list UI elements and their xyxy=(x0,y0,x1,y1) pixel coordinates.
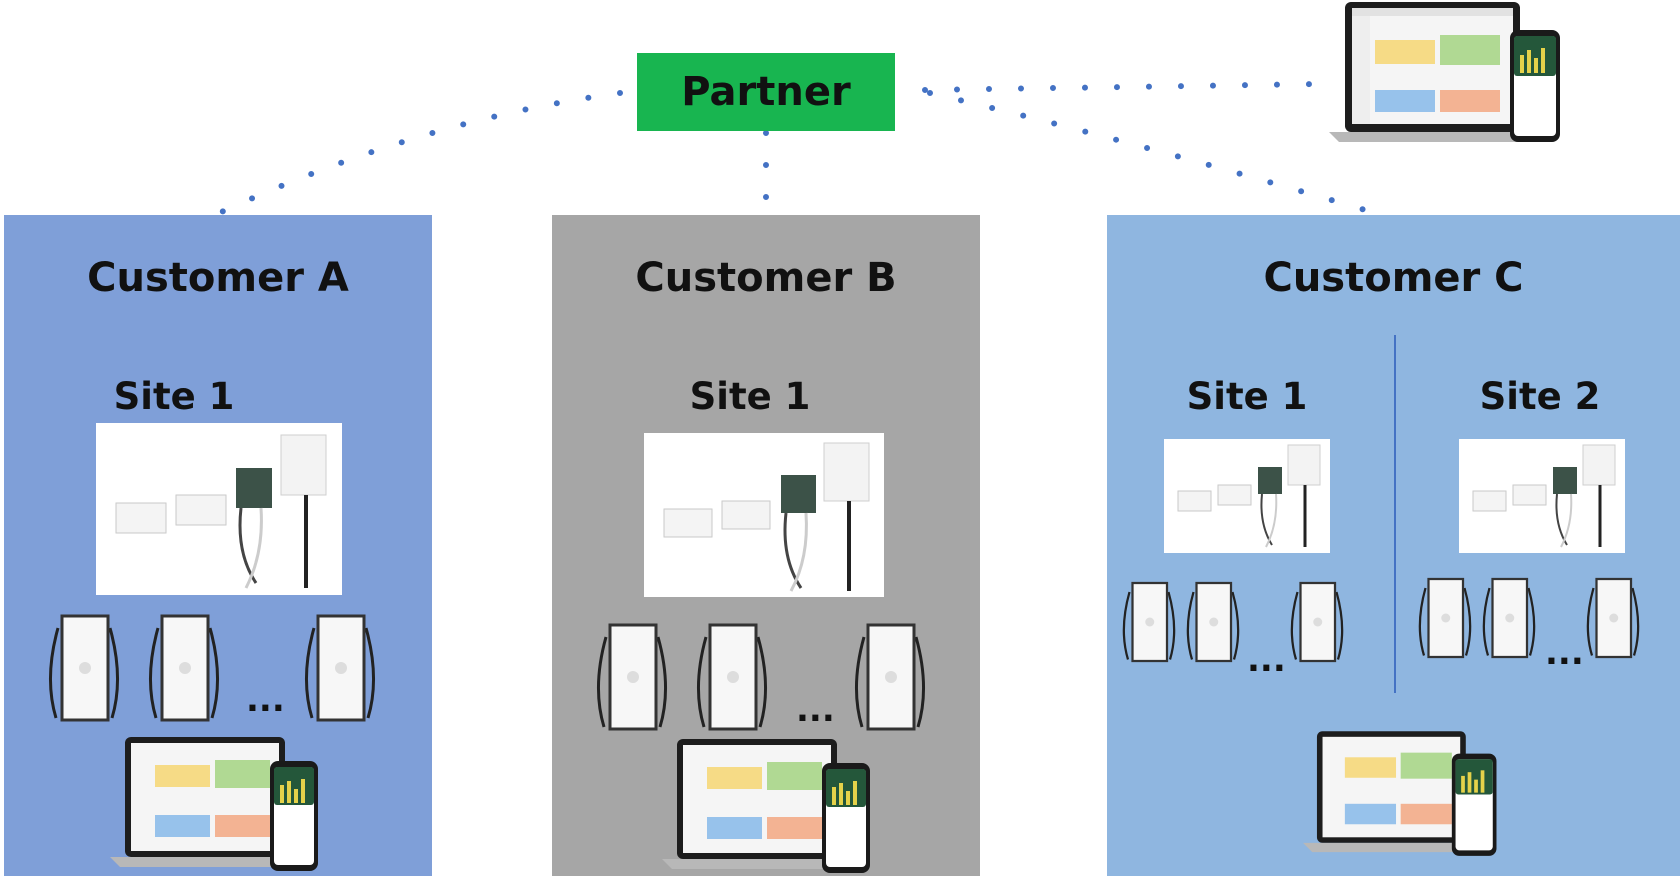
gateway-hub-kit-icon xyxy=(96,423,342,595)
ev-charger-icon xyxy=(592,617,672,737)
gateway-hub-kit-icon xyxy=(1459,439,1625,553)
ev-charger-icon xyxy=(1119,577,1179,667)
partner-box: Partner xyxy=(637,53,895,131)
customer-c-site-2-label: Site 2 xyxy=(1479,375,1601,418)
partner-dashboard-icon xyxy=(1315,0,1565,148)
partner-label: Partner xyxy=(681,69,851,115)
laptop-phone-dashboard-icon xyxy=(110,735,325,875)
ev-charger-icon xyxy=(1415,573,1475,663)
ev-charger-icon xyxy=(1583,573,1643,663)
connector-partner-top-dashboard xyxy=(922,81,1323,93)
customer-c-site-1-label: Site 1 xyxy=(1186,375,1308,418)
more-chargers-ellipsis: ... xyxy=(796,690,835,730)
laptop-phone-dashboard-icon xyxy=(662,737,877,877)
ev-charger-icon xyxy=(692,617,772,737)
laptop-phone-dashboard-icon xyxy=(1303,727,1503,862)
connector-partner-customer-a xyxy=(212,90,623,218)
ev-charger-icon xyxy=(144,608,224,728)
customer-b-site-1-label: Site 1 xyxy=(689,375,811,418)
ev-charger-icon xyxy=(1479,573,1539,663)
ev-charger-icon xyxy=(850,617,930,737)
customer-a-site-1-label: Site 1 xyxy=(113,375,235,418)
customer-c-title: Customer C xyxy=(1263,255,1524,301)
gateway-hub-kit-icon xyxy=(644,433,884,597)
connector-partner-customer-c xyxy=(927,90,1368,213)
customer-b-panel: Customer B Site 1 ... xyxy=(552,215,980,876)
gateway-hub-kit-icon xyxy=(1164,439,1330,553)
ev-charger-icon xyxy=(1183,577,1243,667)
ev-charger-icon xyxy=(44,608,124,728)
ev-charger-icon xyxy=(300,608,380,728)
ev-charger-icon xyxy=(1287,577,1347,667)
more-chargers-ellipsis: ... xyxy=(246,680,285,720)
site-divider xyxy=(1394,335,1396,693)
customer-a-title: Customer A xyxy=(87,255,349,301)
customer-a-panel: Customer A Site 1 ... xyxy=(4,215,432,876)
customer-c-panel: Customer C Site 1 ... Site 2 xyxy=(1107,215,1680,876)
more-chargers-ellipsis: ... xyxy=(1247,640,1286,680)
customer-b-title: Customer B xyxy=(635,255,897,301)
more-chargers-ellipsis: ... xyxy=(1545,633,1584,673)
